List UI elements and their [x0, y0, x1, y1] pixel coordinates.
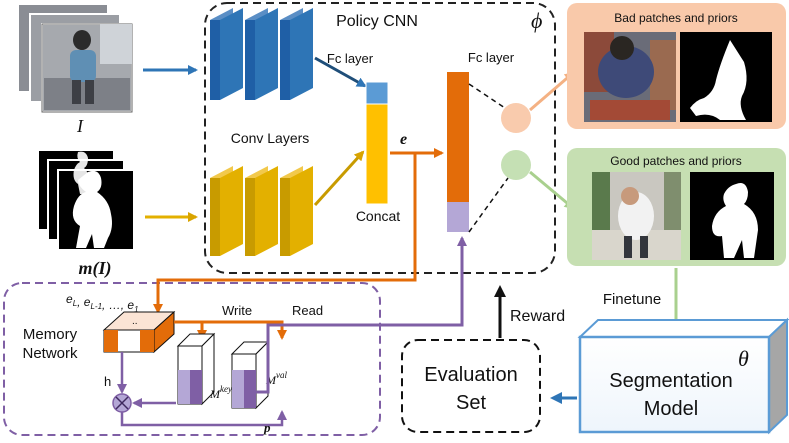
input-image-stack	[17, 3, 133, 113]
mask-features-to-concat-arrow	[313, 150, 365, 207]
embedding-sequence-block: ..	[102, 310, 176, 354]
evaluation-set-label-2: Set	[456, 392, 486, 414]
evaluation-set-label-1: Evaluation	[424, 364, 517, 386]
memory-network-title-1: Memory	[23, 326, 78, 343]
bad-action-node	[501, 103, 531, 133]
segmentation-model-label-2: Model	[644, 398, 698, 420]
image-features-to-concat-arrow	[314, 56, 367, 88]
embedding-to-memory-line	[153, 153, 417, 314]
fc-to-good-dashed-line	[468, 177, 509, 233]
segmentation-model-box	[577, 317, 789, 435]
bad-patches-title: Bad patches and priors	[614, 11, 737, 25]
concat-label: Concat	[356, 208, 400, 224]
memory-value-block	[230, 340, 270, 410]
good-patch-image	[592, 172, 681, 260]
read-label: Read	[292, 303, 323, 318]
bad-node-arrow	[529, 71, 575, 112]
write-to-val-arrow	[202, 320, 287, 340]
phi-symbol: ϕ	[531, 8, 542, 33]
input-mask-label: m(I)	[79, 258, 112, 279]
segmentation-model-label-1: Segmentation	[609, 370, 732, 392]
write-label: Write	[222, 303, 252, 318]
attention-product-node	[112, 393, 132, 413]
fc-layer-label-right: Fc layer	[468, 50, 515, 65]
concat-vector	[365, 81, 389, 205]
input-mask-stack	[37, 149, 135, 251]
fc-layer-label-left: Fc layer	[327, 51, 374, 66]
memory-key-label: Mkey	[209, 384, 232, 401]
policy-cnn-title: Policy CNN	[336, 13, 418, 30]
reward-label: Reward	[510, 308, 565, 325]
good-node-arrow	[529, 170, 575, 210]
product-to-value-line	[120, 410, 287, 427]
fc-to-bad-dashed-line	[468, 83, 509, 111]
image-conv-layers	[210, 8, 313, 100]
h-label: h	[104, 374, 111, 389]
mask-conv-layers	[210, 166, 313, 256]
finetune-label: Finetune	[603, 291, 661, 308]
svg-text:..: ..	[132, 316, 138, 327]
good-prior-mask	[690, 172, 774, 260]
good-patches-title: Good patches and priors	[610, 154, 741, 168]
conv-layers-label: Conv Layers	[231, 130, 310, 146]
read-to-fc-line	[256, 236, 467, 394]
p-label: p	[263, 420, 271, 435]
fc-layer-vector	[447, 72, 469, 232]
bad-patch-image	[584, 32, 676, 122]
embedding-label: e	[400, 131, 407, 148]
evaluation-set-box	[401, 339, 541, 433]
embedding-sequence-label: eL, eL-1, …, e1	[66, 292, 139, 314]
good-action-node	[501, 150, 531, 180]
policy-cnn-frame	[204, 2, 556, 274]
bad-prior-mask	[680, 32, 772, 122]
memory-key-block	[176, 332, 216, 406]
theta-symbol: θ	[738, 346, 749, 371]
input-image-label: I	[76, 116, 84, 136]
memory-network-title-2: Network	[22, 345, 78, 362]
memory-network-frame	[3, 282, 381, 436]
